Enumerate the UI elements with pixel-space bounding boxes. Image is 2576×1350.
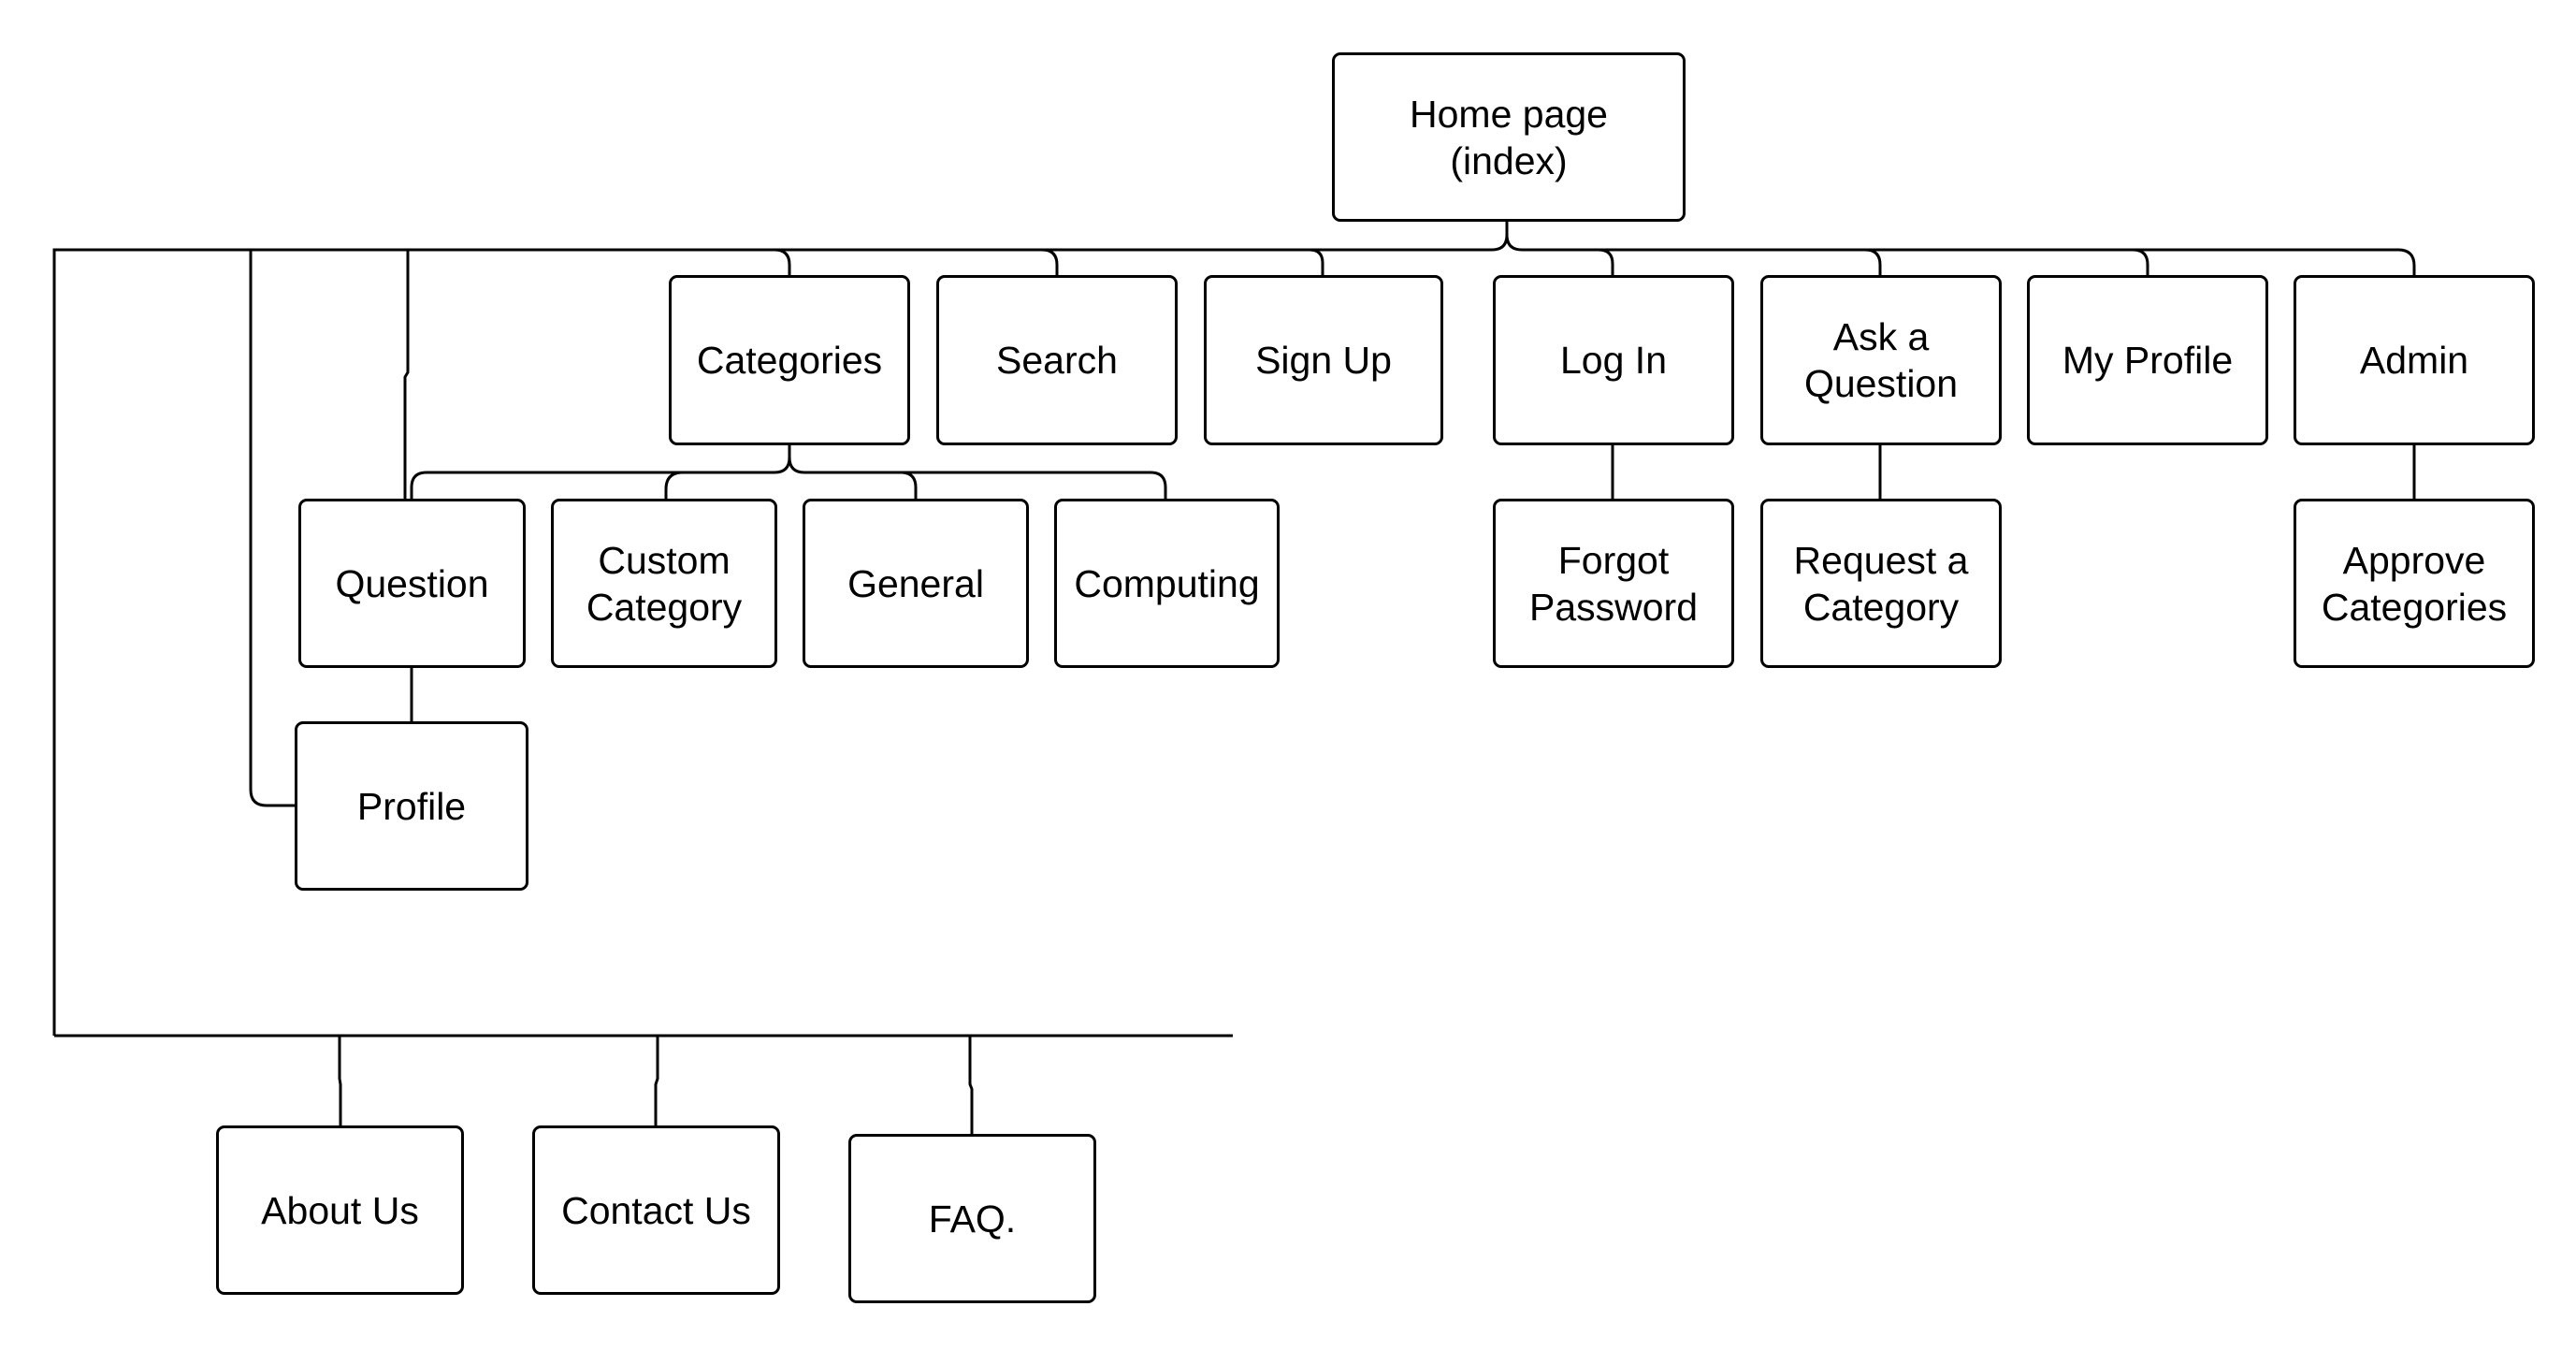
node-faq[interactable]: FAQ. [848,1134,1096,1303]
node-ask-a-question-label: Ask a Question [1803,315,1959,405]
node-categories-label: Categories [696,339,883,382]
node-approve-categories-label: Approve Categories [2321,538,2508,629]
node-contact-us[interactable]: Contact Us [532,1125,780,1295]
node-custom-category[interactable]: Custom Category [551,499,777,668]
connector-drop-contact [654,1036,659,1125]
node-home-page[interactable]: Home page (index) [1332,52,1686,222]
node-search-label: Search [996,339,1118,382]
connector-categories-bus-right [788,457,1167,499]
node-general[interactable]: General [803,499,1029,668]
node-question[interactable]: Question [298,499,526,668]
node-forgot-password-label: Forgot Password [1528,538,1698,629]
node-request-a-category-label: Request a Category [1793,538,1969,629]
node-profile[interactable]: Profile [295,721,528,891]
connector-categories-stem [774,445,791,474]
node-custom-category-label: Custom Category [586,538,743,629]
node-sign-up[interactable]: Sign Up [1204,275,1443,445]
connector-drop-general [900,471,918,499]
connector-drop-myprofile [2132,248,2149,275]
node-computing-label: Computing [1074,561,1260,605]
node-about-us[interactable]: About Us [216,1125,464,1295]
connector-top-bus-right [1505,234,2398,252]
node-search[interactable]: Search [936,275,1178,445]
connector-drop-signup [1309,248,1324,275]
connector-drop-admin [2397,248,2416,275]
node-sign-up-label: Sign Up [1255,339,1392,382]
node-computing[interactable]: Computing [1054,499,1280,668]
node-admin-label: Admin [2359,339,2469,382]
node-categories[interactable]: Categories [669,275,910,445]
connector-drop-ask [1864,248,1882,275]
connector-top-bus-left [52,248,1492,1036]
connector-branch-question [403,250,410,499]
connector-drop-search [1041,248,1059,275]
node-request-a-category[interactable]: Request a Category [1760,499,2002,668]
connector-branch-profile [249,250,296,807]
connector-drop-login [1598,248,1614,275]
node-my-profile-label: My Profile [2062,339,2234,382]
connector-drop-custom-category [664,471,684,499]
node-about-us-label: About Us [261,1188,419,1232]
node-profile-label: Profile [356,784,467,828]
node-log-in[interactable]: Log In [1493,275,1734,445]
node-forgot-password[interactable]: Forgot Password [1493,499,1734,668]
node-general-label: General [847,561,984,605]
connector-drop-faq [968,1036,974,1134]
node-my-profile[interactable]: My Profile [2027,275,2268,445]
connector-drop-categories [774,248,791,275]
node-home-page-label: Home page (index) [1410,92,1608,182]
node-ask-a-question[interactable]: Ask a Question [1760,275,2002,445]
node-approve-categories[interactable]: Approve Categories [2294,499,2535,668]
node-faq-label: FAQ. [928,1197,1017,1241]
node-log-in-label: Log In [1560,339,1667,382]
connector-categories-bus-left [410,471,774,499]
node-contact-us-label: Contact Us [561,1188,751,1232]
node-admin[interactable]: Admin [2294,275,2535,445]
connector-home-stem [1491,222,1509,252]
node-question-label: Question [335,561,489,605]
